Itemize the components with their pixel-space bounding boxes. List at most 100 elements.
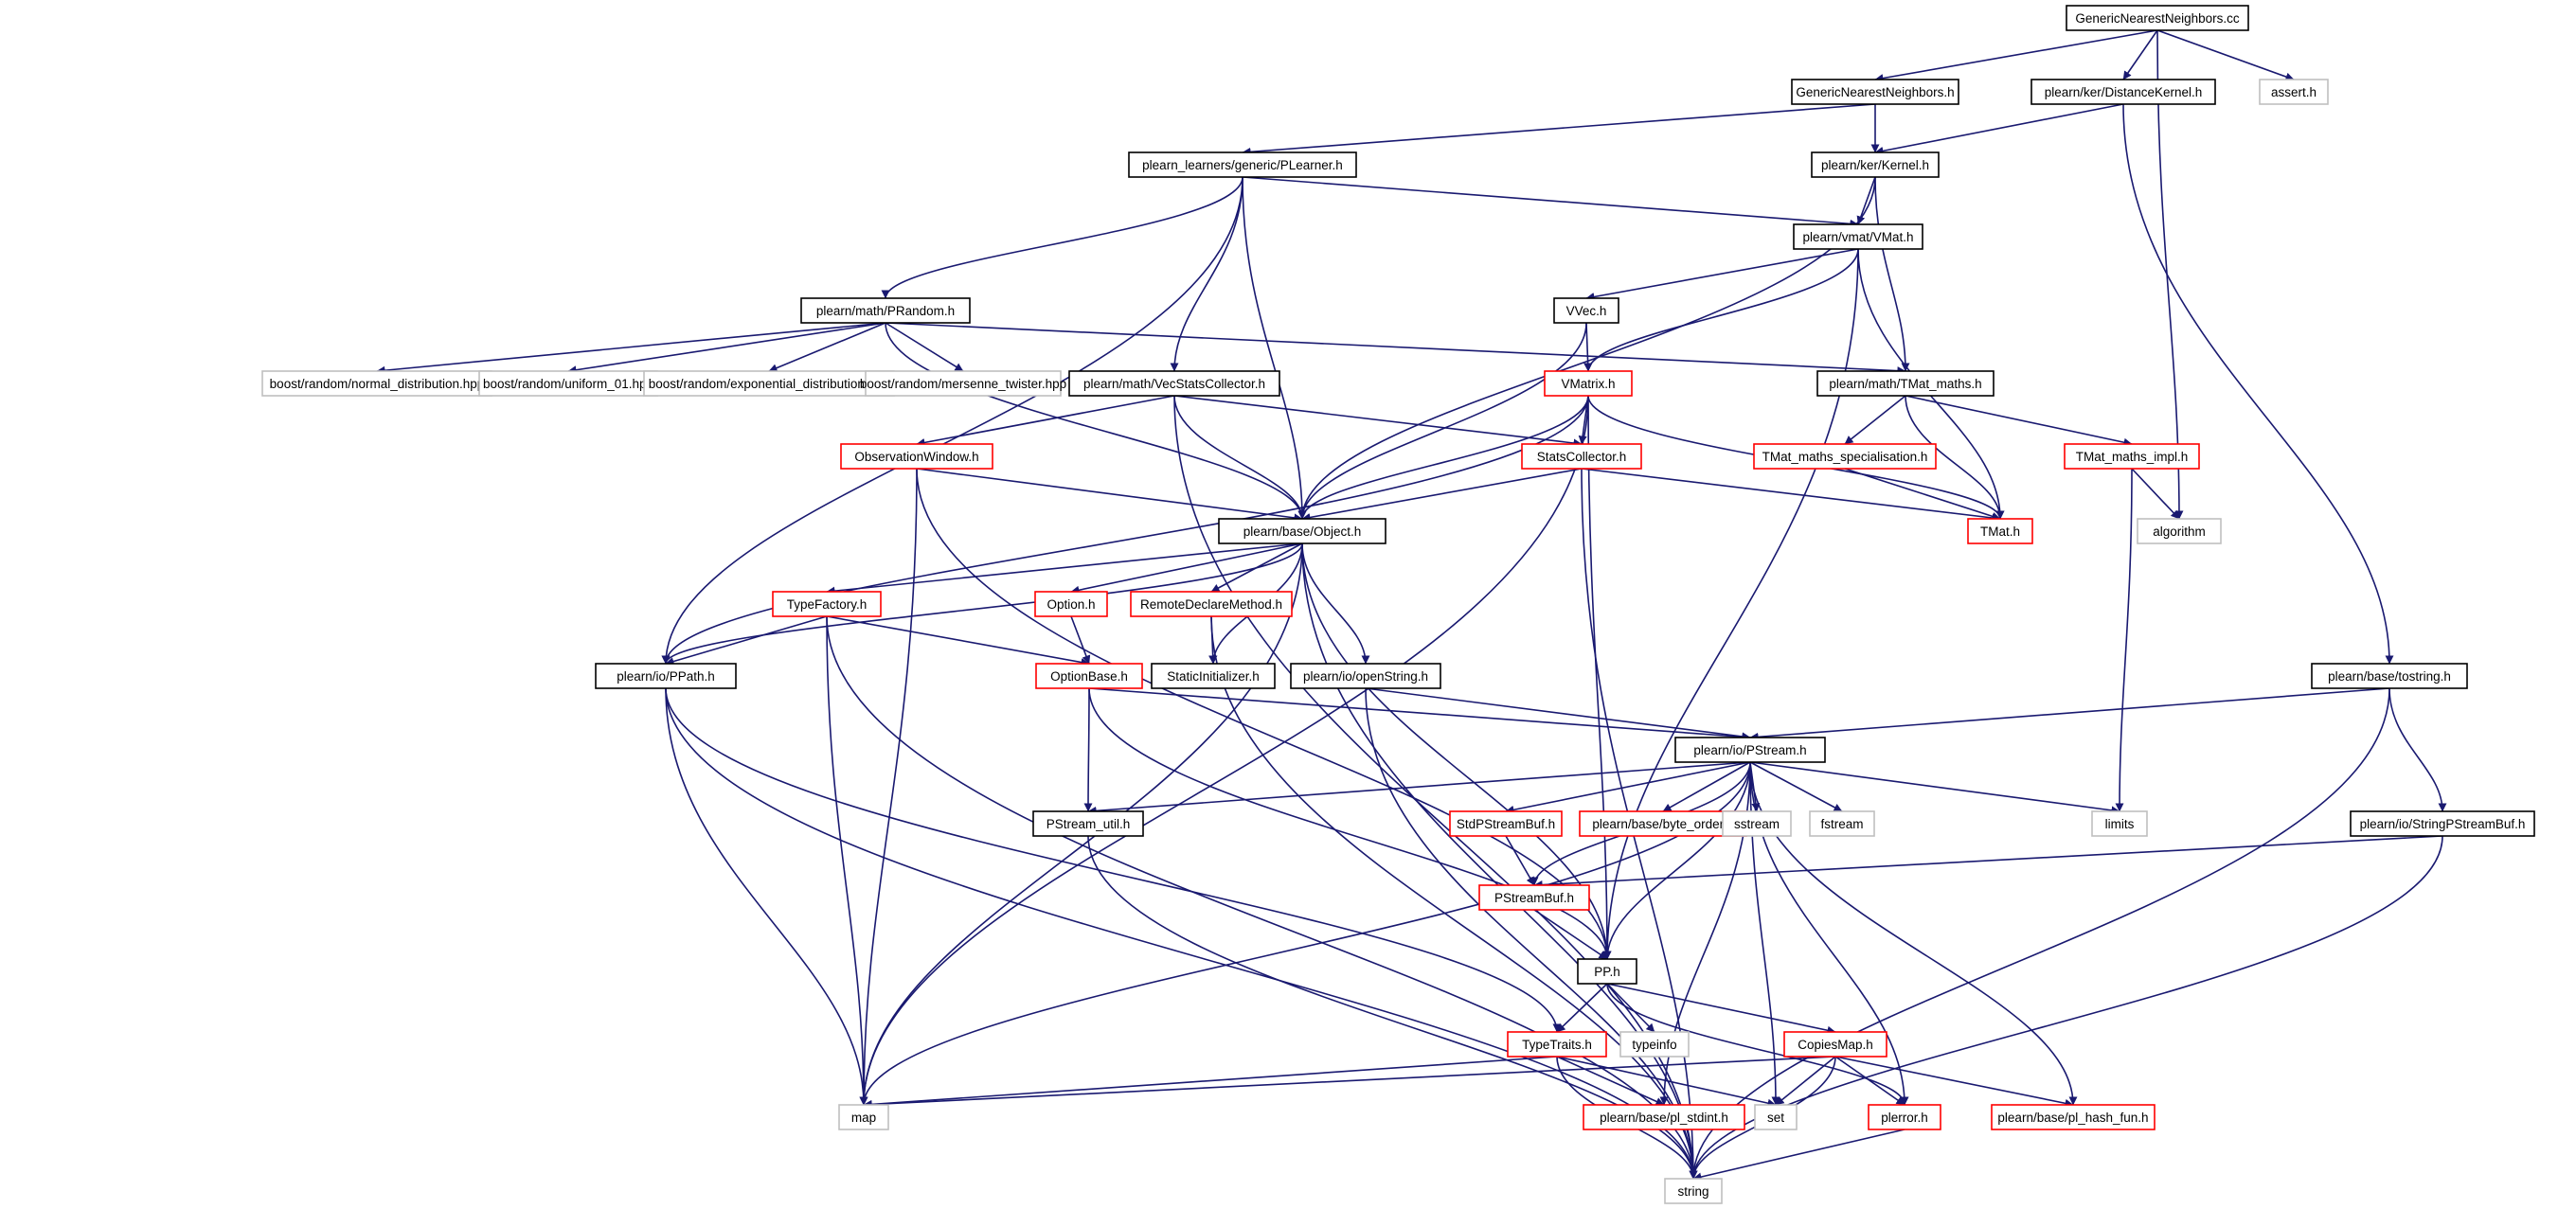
node-typefact[interactable]: TypeFactory.h: [772, 591, 882, 617]
node-label: plearn/base/tostring.h: [2328, 669, 2451, 684]
node-label: plearn/base/pl_hash_fun.h: [1997, 1111, 2148, 1125]
node-label: sstream: [1734, 817, 1780, 831]
dependency-edge-vecstats-to-statscol: [1173, 395, 1583, 448]
node-label: typeinfo: [1632, 1038, 1676, 1052]
node-pstream[interactable]: plearn/io/PStream.h: [1674, 737, 1826, 763]
node-label: TypeFactory.h: [787, 597, 868, 612]
dependency-edge-root-to-distk: [2122, 29, 2158, 80]
node-box: [2137, 518, 2222, 544]
node-vecstats[interactable]: plearn/math/VecStatsCollector.h: [1068, 370, 1280, 397]
dependency-edge-ppath-to-typetraits: [665, 687, 1562, 1033]
dependency-edge-vmatrix-to-map: [859, 395, 1589, 1106]
node-box: [2064, 443, 2200, 470]
dependency-edge-root-to-assert: [2156, 29, 2295, 81]
node-label: GenericNearestNeighbors.h: [1796, 85, 1954, 99]
dependency-edge-pstream-to-fstream: [1749, 761, 1843, 812]
node-distk[interactable]: plearn/ker/DistanceKernel.h: [2030, 79, 2216, 105]
node-label: Option.h: [1046, 597, 1095, 612]
dependency-edge-optionbase-to-pp: [1088, 687, 1612, 960]
node-typetraits[interactable]: TypeTraits.h: [1507, 1031, 1607, 1058]
node-tmatspec[interactable]: TMat_maths_specialisation.h: [1753, 443, 1937, 470]
node-box: [1816, 370, 1995, 397]
node-pp[interactable]: PP.h: [1577, 958, 1637, 985]
dependency-edge-prandom-to-uniform: [567, 322, 886, 375]
node-box: [2259, 79, 2329, 105]
node-statscol[interactable]: StatsCollector.h: [1521, 443, 1642, 470]
dependency-edge-psb-to-pp: [1533, 909, 1608, 960]
node-label: PP.h: [1594, 965, 1620, 979]
dependency-edge-tostring-to-strpsb: [2388, 687, 2447, 812]
node-layer: GenericNearestNeighbors.ccGenericNearest…: [261, 5, 2535, 1204]
dependency-edge-pp-to-copiesmap: [1606, 983, 1836, 1035]
node-stdpsb[interactable]: StdPStreamBuf.h: [1449, 810, 1563, 837]
node-box: [1128, 151, 1357, 178]
node-ppath[interactable]: plearn/io/PPath.h: [595, 663, 737, 689]
dependency-edge-root-to-gnnh: [1874, 29, 2158, 82]
dependency-edge-obswin-to-object: [916, 468, 1303, 523]
node-obswin[interactable]: ObservationWindow.h: [840, 443, 993, 470]
node-strpsb[interactable]: plearn/io/StringPStreamBuf.h: [2350, 810, 2535, 837]
node-vmat[interactable]: plearn/vmat/VMat.h: [1793, 223, 1923, 250]
node-box: [838, 1104, 889, 1130]
node-box: [1553, 297, 1619, 324]
dependency-edge-statscol-to-object: [1301, 468, 1583, 522]
node-optionbase[interactable]: OptionBase.h: [1035, 663, 1143, 689]
node-staticinit[interactable]: StaticInitializer.h: [1151, 663, 1276, 689]
node-box: [1032, 810, 1144, 837]
node-tostring[interactable]: plearn/base/tostring.h: [2311, 663, 2468, 689]
node-gnnh[interactable]: GenericNearestNeighbors.h: [1791, 79, 1959, 105]
node-tmatimpl[interactable]: TMat_maths_impl.h: [2064, 443, 2200, 470]
node-prandom[interactable]: plearn/math/PRandom.h: [800, 297, 971, 324]
node-remote[interactable]: RemoteDeclareMethod.h: [1130, 591, 1293, 617]
dependency-edge-vmatrix-to-pp: [1587, 395, 1612, 960]
node-stdint[interactable]: plearn/base/pl_stdint.h: [1583, 1104, 1745, 1130]
dependency-edge-vmatrix-to-object: [1297, 395, 1589, 520]
dependency-edge-typetraits-to-stdint: [1556, 1056, 1665, 1106]
dependency-edge-typefact-to-string: [826, 615, 1698, 1180]
node-vvec[interactable]: VVec.h: [1553, 297, 1619, 324]
node-tmath[interactable]: TMat.h: [1967, 518, 2033, 544]
node-label: assert.h: [2271, 85, 2317, 99]
dependency-edge-optionbase-to-pstreamutil: [1083, 687, 1093, 812]
edge-layer: [376, 29, 2447, 1182]
node-box: [1809, 810, 1875, 837]
node-label: plearn/math/TMat_maths.h: [1829, 377, 1981, 391]
node-byteorder[interactable]: plearn/base/byte_order.h: [1579, 810, 1747, 837]
dependency-edge-pstream-to-limits: [1749, 761, 2120, 815]
node-box: [595, 663, 737, 689]
node-psb[interactable]: PStreamBuf.h: [1478, 884, 1590, 911]
dependency-edge-prandom-to-tmatmaths: [885, 322, 1906, 376]
node-box: [800, 297, 971, 324]
node-box: [1722, 810, 1792, 837]
node-vmatrix[interactable]: VMatrix.h: [1544, 370, 1633, 397]
node-object[interactable]: plearn/base/Object.h: [1218, 518, 1386, 544]
node-tmatmaths[interactable]: plearn/math/TMat_maths.h: [1816, 370, 1995, 397]
dependency-edge-copiesmap-to-map: [863, 1056, 1836, 1110]
dependency-edge-typetraits-to-map: [863, 1056, 1558, 1109]
node-label: TMat.h: [1980, 524, 2020, 539]
dependency-edge-vmat-to-pp: [1602, 248, 1859, 960]
node-box: [1967, 518, 2033, 544]
node-plerror[interactable]: plerror.h: [1868, 1104, 1941, 1130]
node-option[interactable]: Option.h: [1034, 591, 1108, 617]
dependency-edge-kernel-to-vmat: [1856, 176, 1876, 225]
node-pstreamutil[interactable]: PStream_util.h: [1032, 810, 1144, 837]
node-expo: boost/random/exponential_distribution.hp…: [643, 370, 895, 397]
node-label: boost/random/mersenne_twister.hpp: [860, 377, 1066, 391]
node-hashfun[interactable]: plearn/base/pl_hash_fun.h: [1991, 1104, 2156, 1130]
dependency-edge-object-to-openstring: [1301, 542, 1370, 665]
node-box: [1991, 1104, 2156, 1130]
node-box: [865, 370, 1062, 397]
dependency-edge-typefact-to-ppath: [665, 615, 828, 666]
node-label: plearn/io/PStream.h: [1693, 743, 1806, 757]
node-openstring[interactable]: plearn/io/openString.h: [1290, 663, 1441, 689]
node-label: PStreamBuf.h: [1494, 891, 1574, 905]
node-plearner[interactable]: plearn_learners/generic/PLearner.h: [1128, 151, 1357, 178]
node-kernel[interactable]: plearn/ker/Kernel.h: [1811, 151, 1940, 178]
dependency-edge-strpsb-to-psb: [1533, 835, 2443, 890]
dependency-edge-pp-to-typeinfo: [1606, 983, 1655, 1033]
node-box: [1218, 518, 1386, 544]
dependency-edge-object-to-pp: [1301, 542, 1612, 960]
node-copiesmap[interactable]: CopiesMap.h: [1783, 1031, 1887, 1058]
node-label: CopiesMap.h: [1798, 1038, 1873, 1052]
